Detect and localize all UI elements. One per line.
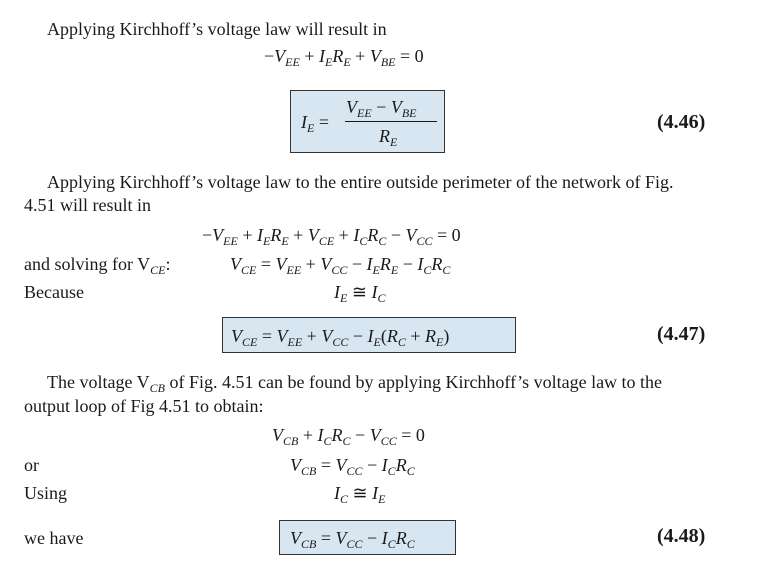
label-because: Because: [24, 282, 84, 302]
equation-ie-lhs: IE =: [301, 112, 329, 135]
equation-ic-approx-ie: IC ≅ IE: [334, 483, 386, 506]
equation-kvl-perimeter: −VEE + IERE + VCE + ICRC − VCC = 0: [202, 225, 461, 248]
equation-vce-expanded: VCE = VEE + VCC − IERE − ICRC: [230, 254, 451, 277]
equation-vce-final: VCE = VEE + VCC − IE(RC + RE): [231, 326, 450, 349]
label-solving-for: and solving for VCE:: [24, 254, 171, 276]
equation-kvl-base-loop: −VEE + IERE + VBE = 0: [264, 46, 424, 69]
label-we-have: we have: [24, 528, 84, 548]
equation-ie-denominator: RE: [379, 126, 398, 149]
label-or: or: [24, 455, 39, 475]
paragraph-perimeter-line2: 4.51 will result in: [24, 195, 151, 215]
equation-kvl-output-loop: VCB + ICRC − VCC = 0: [272, 425, 425, 448]
label-using: Using: [24, 483, 68, 503]
equation-ie-numerator: VEE − VBE: [346, 97, 417, 120]
paragraph-vcb-line2: output loop of Fig 4.51 to obtain:: [24, 396, 264, 416]
fraction-bar: [345, 121, 437, 123]
paragraph-vcb-sub: CB: [149, 381, 165, 395]
equation-box-4-48: [279, 520, 456, 555]
equation-ie-approx-ic: IE ≅ IC: [334, 282, 386, 305]
equation-box-4-47: [222, 317, 516, 353]
equation-vcb-expanded: VCB = VCC − ICRC: [290, 455, 415, 478]
paragraph-vcb-prefix: The voltage V: [47, 372, 150, 392]
paragraph-perimeter-line1: Applying Kirchhoff’s voltage law to the …: [47, 172, 674, 192]
label-solving-text: and solving for V: [24, 254, 151, 274]
label-solving-sub: CE: [150, 263, 166, 277]
equation-number-4-46: (4.46): [657, 111, 706, 133]
equation-number-4-48: (4.48): [657, 525, 706, 547]
paragraph-vcb-rest: of Fig. 4.51 can be found by applying Ki…: [164, 372, 663, 392]
equation-vcb-final: VCB = VCC − ICRC: [290, 528, 415, 551]
label-solving-colon: :: [165, 254, 171, 274]
paragraph-vcb-line1: The voltage VCB of Fig. 4.51 can be foun…: [47, 371, 662, 394]
equation-number-4-47: (4.47): [657, 323, 706, 345]
intro-text: Applying Kirchhoff’s voltage law will re…: [47, 19, 387, 39]
